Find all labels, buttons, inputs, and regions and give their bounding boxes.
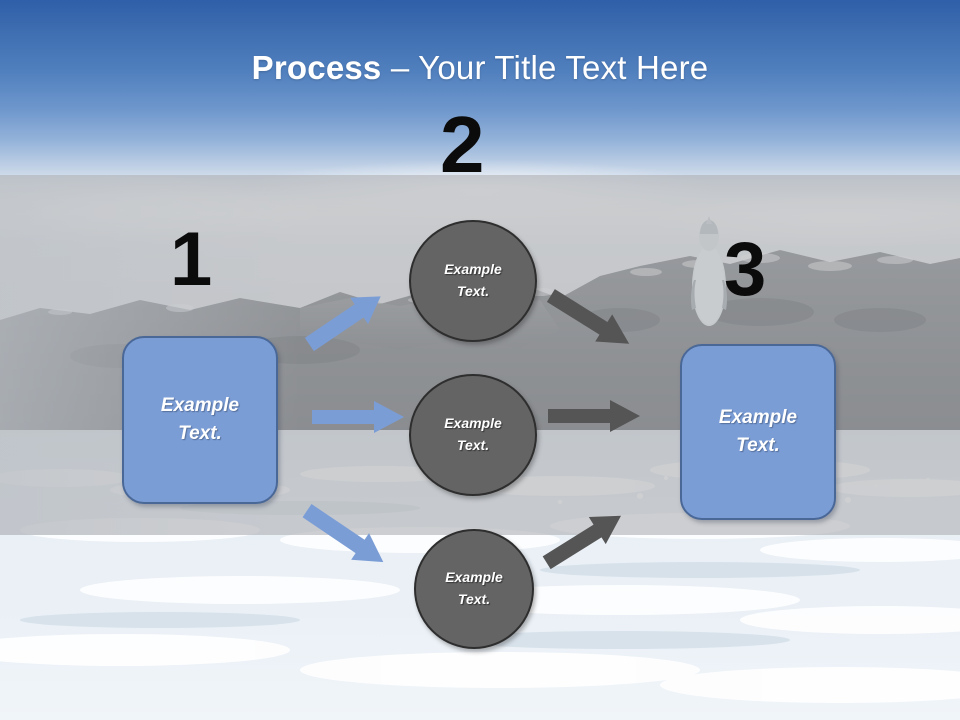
process-box-right[interactable]: Example Text. [680,344,836,520]
process-box-left-line2: Text. [178,423,222,444]
blue-arrow-middle-icon [312,401,404,433]
slide-title-rest: – Your Title Text Here [381,49,709,86]
blue-arrow-up-icon [304,296,381,352]
blue-arrow-down-icon [302,504,384,563]
process-box-left[interactable]: Example Text. [122,336,278,504]
process-circle-bottom-line2: Text. [457,591,491,607]
grey-arrow-middle-icon [548,400,640,432]
process-box-left-line1: Example [160,394,240,416]
step-number-2: 2 [440,100,485,189]
grey-arrow-up-icon [542,515,622,570]
step-number-3: 3 [724,227,767,312]
process-box-right-line2: Text. [736,435,780,456]
slide-title: Process – Your Title Text Here [0,49,960,86]
step-number-1: 1 [170,217,213,302]
grey-arrow-down-icon [546,289,630,344]
process-circle-bottom-line1: Example [445,569,503,586]
process-circle-top[interactable]: Example Text. [409,220,537,342]
process-circle-middle-line2: Text. [456,437,490,453]
process-circle-top-line2: Text. [456,283,490,299]
process-circle-middle[interactable]: Example Text. [409,374,537,496]
process-circle-bottom[interactable]: Example Text. [414,529,534,649]
process-circle-top-line1: Example [444,261,502,278]
process-circle-middle-line1: Example [444,415,502,432]
process-box-right-line1: Example [718,406,798,428]
slide-title-bold: Process [251,49,382,86]
